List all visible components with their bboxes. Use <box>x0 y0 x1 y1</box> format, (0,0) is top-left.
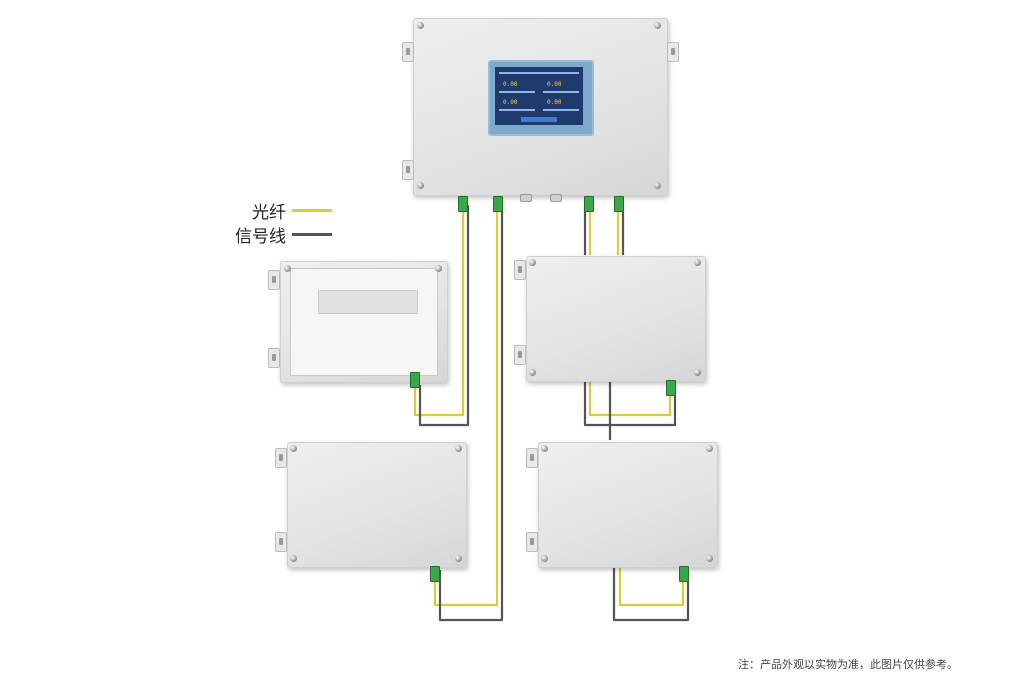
fiber-connector-icon <box>584 196 594 212</box>
fiber-cable <box>413 205 465 417</box>
disclaimer-note: 注：产品外观以实物为准，此图片仅供参考。 <box>738 658 958 671</box>
legend: 光纤 信号线 <box>228 198 332 247</box>
fiber-connector-icon <box>430 566 440 582</box>
mounting-tab-icon <box>275 448 287 468</box>
splice-module <box>318 290 418 314</box>
screw-icon <box>529 259 536 266</box>
fiber-cable <box>618 565 685 607</box>
legend-label: 信号线 <box>235 226 286 247</box>
legend-item-fiber: 光纤 <box>228 198 332 223</box>
screw-icon <box>455 445 462 452</box>
display-button[interactable] <box>521 117 557 122</box>
screw-icon <box>654 182 661 189</box>
fiber-connector-icon <box>666 380 676 396</box>
mounting-tab-icon <box>275 532 287 552</box>
cable-gland-icon <box>520 194 532 202</box>
mounting-tab-icon <box>514 345 526 365</box>
fiber-connector-icon <box>458 196 468 212</box>
mounting-tab-icon <box>526 448 538 468</box>
legend-label: 光纤 <box>252 202 286 223</box>
fiber-cable <box>433 205 499 607</box>
screw-icon <box>654 22 661 29</box>
cable-gland-icon <box>550 194 562 202</box>
junction-interior <box>290 268 438 376</box>
sensor-box <box>526 256 706 382</box>
screw-icon <box>541 445 548 452</box>
signal-cable <box>438 205 504 622</box>
fiber-connector-icon <box>614 196 624 212</box>
screw-icon <box>694 369 701 376</box>
mounting-tab-icon <box>526 532 538 552</box>
fiber-connector-icon <box>679 566 689 582</box>
display-panel: 0.00 0.00 0.00 0.00 <box>495 67 583 125</box>
legend-item-signal: 信号线 <box>228 222 332 247</box>
mounting-tab-icon <box>514 260 526 280</box>
mounting-tab-icon <box>402 160 414 180</box>
legend-swatch <box>292 232 332 236</box>
display-reading: 0.00 <box>503 99 518 106</box>
fiber-connector-icon <box>410 372 420 388</box>
screw-icon <box>435 265 442 272</box>
screw-icon <box>694 259 701 266</box>
screw-icon <box>290 555 297 562</box>
fiber-connector-icon <box>493 196 503 212</box>
signal-cable <box>583 380 677 427</box>
sensor-box <box>538 442 718 568</box>
screw-icon <box>417 22 424 29</box>
signal-cable <box>612 565 690 622</box>
mounting-tab-icon <box>667 42 679 62</box>
sensor-box <box>287 442 467 568</box>
screw-icon <box>706 445 713 452</box>
screw-icon <box>417 182 424 189</box>
screw-icon <box>529 369 536 376</box>
screw-icon <box>284 265 291 272</box>
screw-icon <box>455 555 462 562</box>
fiber-cable <box>588 380 672 417</box>
legend-swatch <box>292 208 332 212</box>
touch-display[interactable]: 0.00 0.00 0.00 0.00 <box>488 60 594 136</box>
mounting-tab-icon <box>268 270 280 290</box>
mounting-tab-icon <box>402 42 414 62</box>
screw-icon <box>706 555 713 562</box>
signal-cable <box>418 205 470 427</box>
screw-icon <box>290 445 297 452</box>
display-reading: 0.00 <box>547 81 562 88</box>
mounting-tab-icon <box>268 348 280 368</box>
display-reading: 0.00 <box>503 81 518 88</box>
display-reading: 0.00 <box>547 99 562 106</box>
screw-icon <box>541 555 548 562</box>
